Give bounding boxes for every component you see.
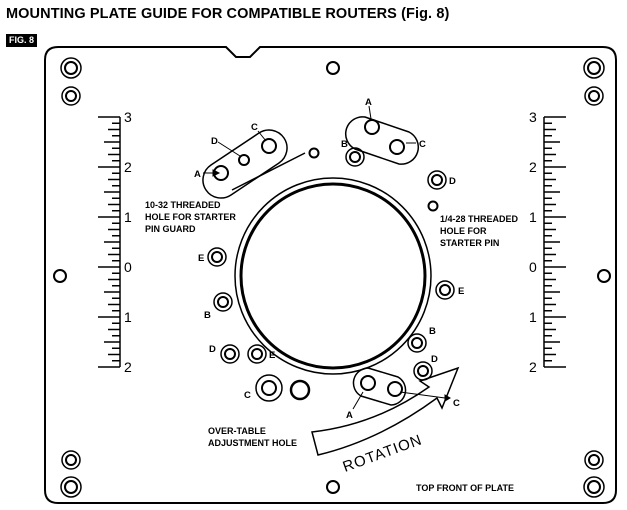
scale-label: 2 bbox=[529, 159, 537, 175]
top-front-label: TOP FRONT OF PLATE bbox=[416, 483, 514, 493]
hole-label-d: D bbox=[431, 354, 438, 365]
rotation-label: ROTATION bbox=[341, 431, 425, 475]
scale-label: 0 bbox=[124, 259, 132, 275]
scale-label: 3 bbox=[124, 109, 132, 125]
scale-label: 2 bbox=[124, 159, 132, 175]
right-holes bbox=[407, 280, 455, 381]
hole-label-e: E bbox=[198, 253, 204, 264]
leader-lines bbox=[203, 130, 306, 191]
leader-lines bbox=[368, 105, 416, 144]
svg-text:ADJUSTMENT HOLE: ADJUSTMENT HOLE bbox=[208, 438, 297, 448]
right-scale: 3 2 1 0 1 2 bbox=[529, 109, 566, 375]
left-scale: 3 2 1 0 1 2 bbox=[98, 109, 132, 375]
hole-label-d: D bbox=[211, 136, 218, 147]
rotation-arrow bbox=[311, 366, 460, 456]
scale-label: 0 bbox=[529, 259, 537, 275]
note-adjustment-hole: OVER-TABLE ADJUSTMENT HOLE bbox=[208, 426, 297, 448]
corner-holes bbox=[60, 57, 605, 498]
scale-label: 3 bbox=[529, 109, 537, 125]
hole-label-d: D bbox=[209, 344, 216, 355]
svg-text:HOLE FOR: HOLE FOR bbox=[440, 226, 487, 236]
scale-label: 1 bbox=[124, 309, 132, 325]
hole-label-c: C bbox=[251, 122, 258, 133]
hole-label-b: B bbox=[204, 310, 211, 321]
hole-label-c: C bbox=[244, 390, 251, 401]
edge-holes bbox=[53, 61, 611, 494]
hole-label-c: C bbox=[453, 398, 460, 409]
hole-label-e: E bbox=[269, 350, 275, 361]
scale-label: 2 bbox=[124, 359, 132, 375]
center-opening bbox=[234, 177, 432, 375]
figure-badge: FIG. 8 bbox=[6, 34, 38, 47]
svg-text:1/4-28 THREADED: 1/4-28 THREADED bbox=[440, 214, 519, 224]
plate-outline bbox=[44, 46, 617, 504]
svg-text:OVER-TABLE: OVER-TABLE bbox=[208, 426, 266, 436]
hole-label-b: B bbox=[341, 139, 348, 150]
scale-label: 1 bbox=[124, 209, 132, 225]
page-title: MOUNTING PLATE GUIDE FOR COMPATIBLE ROUT… bbox=[6, 6, 450, 22]
svg-text:10-32 THREADED: 10-32 THREADED bbox=[145, 200, 221, 210]
scale-label: 1 bbox=[529, 209, 537, 225]
svg-text:HOLE FOR STARTER: HOLE FOR STARTER bbox=[145, 212, 236, 222]
hole-label-e: E bbox=[458, 286, 464, 297]
hole-label-a: A bbox=[346, 410, 353, 421]
hole-labels: A D C A B C D E E B B D E D C A C bbox=[194, 97, 464, 421]
hole-label-a: A bbox=[365, 97, 372, 108]
hole-label-d: D bbox=[449, 176, 456, 187]
left-holes bbox=[207, 247, 311, 402]
hole-label-b: B bbox=[429, 326, 436, 337]
hole-label-c: C bbox=[419, 139, 426, 150]
svg-text:STARTER PIN: STARTER PIN bbox=[440, 238, 499, 248]
scale-label: 1 bbox=[529, 309, 537, 325]
note-starter-guard: 10-32 THREADED HOLE FOR STARTER PIN GUAR… bbox=[145, 200, 236, 234]
note-starter-pin: 1/4-28 THREADED HOLE FOR STARTER PIN bbox=[440, 214, 519, 248]
slot-lower-right bbox=[352, 367, 407, 406]
hole-label-a: A bbox=[194, 169, 201, 180]
slot-upper-right bbox=[345, 116, 419, 165]
upper-right-holes bbox=[345, 147, 447, 212]
starter-guard-hole bbox=[308, 147, 320, 159]
svg-text:PIN GUARD: PIN GUARD bbox=[145, 224, 196, 234]
scale-label: 2 bbox=[529, 359, 537, 375]
